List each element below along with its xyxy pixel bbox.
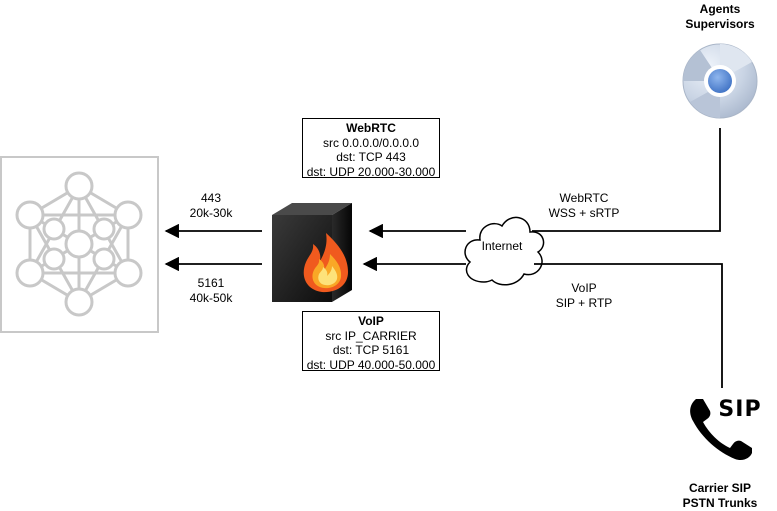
- voip-rule-line: src IP_CARRIER: [325, 328, 417, 343]
- webrtc-rule-title: WebRTC: [346, 121, 396, 135]
- edge-webrtc-forward-label: 443 20k-30k: [180, 191, 242, 221]
- carrier-label: Carrier SIP PSTN Trunks: [670, 481, 770, 511]
- browser-icon: [682, 43, 758, 119]
- webrtc-rule-line: src 0.0.0.0/0.0.0.0: [322, 135, 420, 150]
- edge-webrtc-forward-line2: 20k-30k: [189, 206, 233, 220]
- edge-voip-forward-label: 5161 40k-50k: [180, 276, 242, 306]
- agents-line2: Supervisors: [685, 17, 755, 31]
- agents-line1: Agents: [699, 2, 741, 16]
- voip-rule-line: dst: UDP 40.000-50.000: [306, 357, 436, 372]
- connectors: [164, 128, 723, 388]
- cluster-icon: [0, 156, 159, 333]
- webrtc-rule-box: WebRTC src 0.0.0.0/0.0.0.0 dst: TCP 443 …: [302, 118, 440, 179]
- edge-voip-inbound-label: VoIP SIP + RTP: [534, 281, 634, 311]
- edge-webrtc-inbound-line1: WebRTC: [559, 191, 609, 205]
- edge-voip-inbound-line1: VoIP: [571, 281, 597, 295]
- edge-voip-forward-line1: 5161: [197, 276, 225, 290]
- edge-voip-forward-line2: 40k-50k: [189, 291, 233, 305]
- carrier-line2: PSTN Trunks: [682, 496, 758, 510]
- edge-webrtc-forward-line1: 443: [200, 191, 222, 205]
- webrtc-rule-line: dst: TCP 443: [336, 150, 406, 164]
- edge-webrtc-inbound-label: WebRTC WSS + sRTP: [534, 191, 634, 221]
- sip-icon-text: SIP: [718, 397, 762, 422]
- edge-webrtc-inbound-line2: WSS + sRTP: [548, 206, 620, 220]
- internet-cloud-icon: [464, 216, 545, 286]
- voip-rule-title: VoIP: [358, 314, 384, 328]
- edge-voip-inbound-line2: SIP + RTP: [555, 296, 613, 310]
- voip-rule-box: VoIP src IP_CARRIER dst: TCP 5161 dst: U…: [302, 311, 440, 372]
- phone-icon: [690, 399, 752, 461]
- agents-label: Agents Supervisors: [670, 2, 770, 32]
- webrtc-rule-line: dst: UDP 20.000-30.000: [306, 164, 436, 179]
- voip-rule-line: dst: TCP 5161: [332, 343, 410, 357]
- carrier-line1: Carrier SIP: [688, 481, 752, 495]
- internet-label: Internet: [481, 239, 523, 253]
- firewall-icon: [272, 203, 352, 302]
